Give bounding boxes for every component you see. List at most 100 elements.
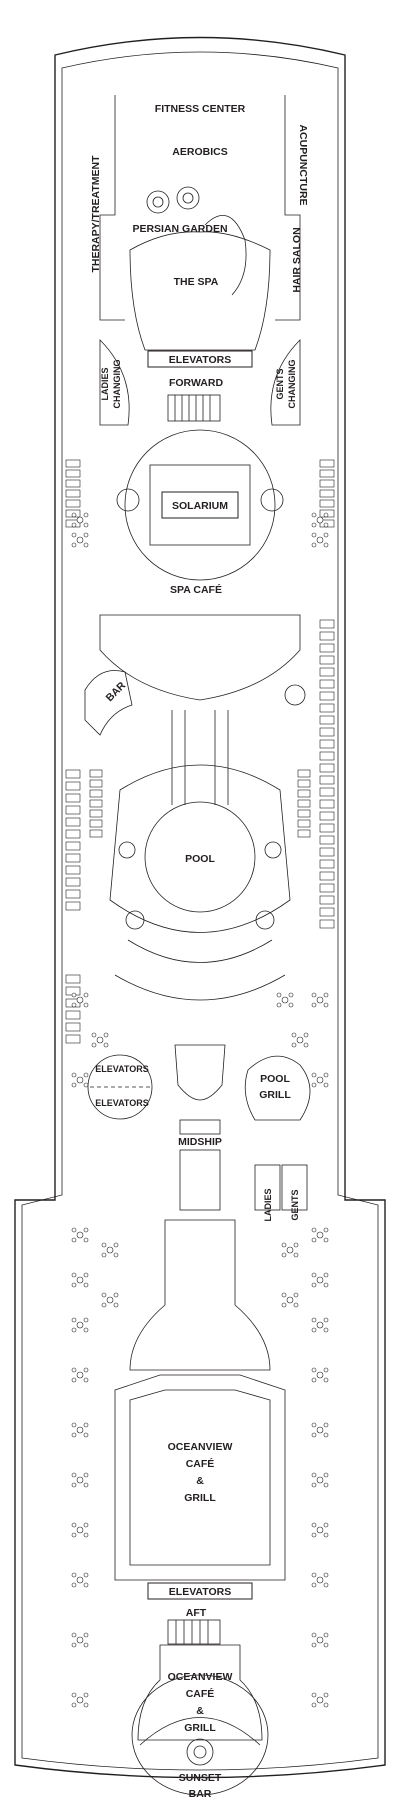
label-elevators-mid-1: ELEVATORS [95,1064,149,1074]
chair [323,1002,329,1008]
label-sunset-1: SUNSET [179,1772,222,1784]
table [286,1296,294,1304]
label-gents-changing-1: GENTS [275,368,285,399]
spa-cafe-counter [99,614,301,701]
chair [83,1472,89,1478]
lounger [65,853,81,863]
lounger [89,789,103,798]
chair [323,1572,329,1578]
chair [288,1002,294,1008]
chair [101,1302,107,1308]
chair [71,1272,77,1278]
chair [311,1472,317,1478]
table [316,1231,324,1239]
chair [323,1367,329,1373]
chair [71,1632,77,1638]
lounger [297,789,311,798]
chair [91,1042,97,1048]
label-oceanview-2-c: & [196,1705,204,1717]
table [316,1636,324,1644]
chair [83,1237,89,1243]
label-spa-cafe: SPA CAFÉ [170,583,222,596]
sunset-bar [139,1717,261,1766]
lounger [65,479,81,488]
lounger [319,469,335,478]
table [316,996,324,1004]
chair [83,1572,89,1578]
chair [323,1642,329,1648]
chair [323,1327,329,1333]
lounger [65,1034,81,1044]
pool-structure [109,710,291,1001]
label-gents: GENTS [290,1189,300,1220]
chair [83,1632,89,1638]
chair [323,522,329,528]
chair [71,1377,77,1383]
chair [83,522,89,528]
lounger [65,1022,81,1032]
chair [323,1522,329,1528]
table [316,1321,324,1329]
chair [311,512,317,518]
chair [83,1532,89,1538]
label-oceanview-1-c: & [196,1475,204,1487]
chair [311,1532,317,1538]
chair [323,1692,329,1698]
chair [323,512,329,518]
label-bar: BAR [104,679,129,704]
lounger [65,817,81,827]
label-fitness-center: FITNESS CENTER [155,103,246,115]
chair [71,542,77,548]
chair [323,1482,329,1488]
chair [83,1072,89,1078]
lounger [297,829,311,838]
midship-structure [174,1044,308,1211]
chair [311,1272,317,1278]
chair [311,1367,317,1373]
chair [83,1432,89,1438]
chair [71,522,77,528]
lounger [65,865,81,875]
lounger [65,829,81,839]
chair [71,1072,77,1078]
table [76,1371,84,1379]
lounger [319,799,335,809]
chair [71,1532,77,1538]
chair [311,532,317,538]
chair [113,1302,119,1308]
chair [71,1422,77,1428]
chair [101,1252,107,1258]
chair [83,1522,89,1528]
lounger [319,619,335,629]
chair [71,1472,77,1478]
lounger [319,489,335,498]
lounger [319,715,335,725]
table [316,1076,324,1084]
lounger [297,819,311,828]
table [286,1246,294,1254]
chair [323,1237,329,1243]
lounger [319,895,335,905]
chair [83,512,89,518]
chair [83,1002,89,1008]
table [76,1476,84,1484]
chair [113,1292,119,1298]
label-pool-grill-1: POOL [260,1073,290,1085]
chair [83,1642,89,1648]
lounger [319,847,335,857]
chair [311,1227,317,1233]
table [106,1296,114,1304]
chair [113,1252,119,1258]
chair [71,1572,77,1578]
lounger [297,769,311,778]
chair [323,542,329,548]
table [316,1371,324,1379]
label-oceanview-1-a: OCEANVIEW [168,1441,233,1453]
lounger [297,779,311,788]
label-therapy: THERAPY/TREATMENT [90,155,102,273]
table [76,1076,84,1084]
lounger [319,459,335,468]
chair [293,1242,299,1248]
lounger [319,775,335,785]
